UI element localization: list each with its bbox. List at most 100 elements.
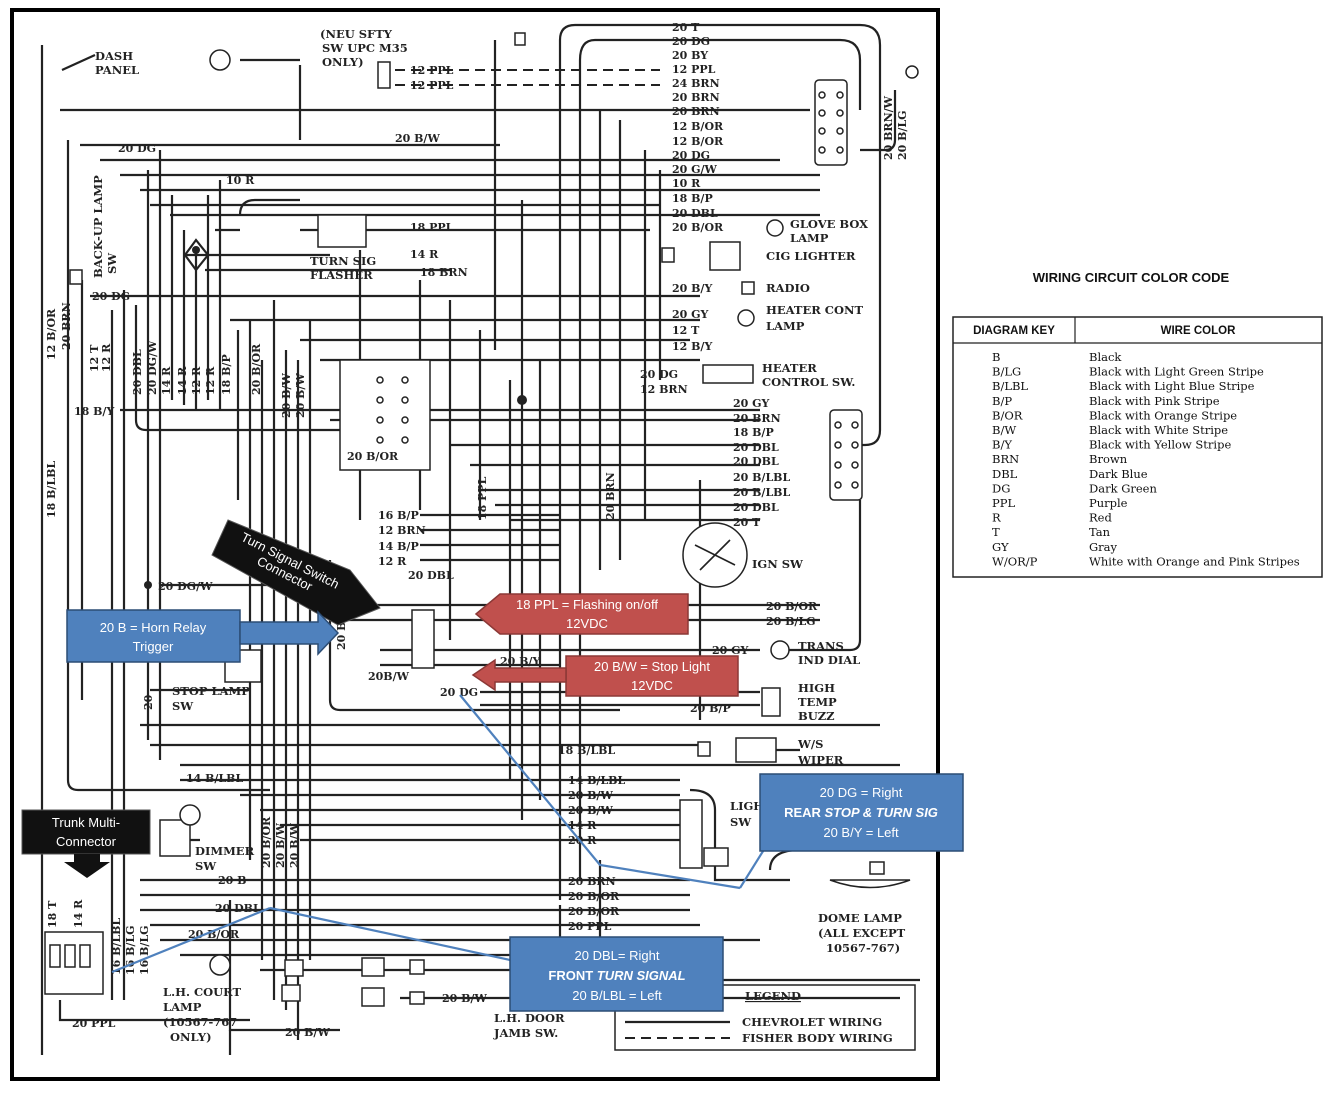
wire-label: 14 B/LBL (186, 772, 243, 785)
wire-label: 20 R (568, 834, 597, 847)
light-sw-label-2: SW (730, 815, 752, 829)
wire-label: 14 R (568, 819, 597, 832)
wire-label: 20 B/LG (766, 615, 816, 628)
high-temp-label-2: TEMP (798, 695, 837, 709)
color-code-value: Black with Yellow Stripe (1089, 438, 1231, 452)
wire-label: 18 T (46, 900, 59, 928)
wire-label: 20 DG (672, 35, 710, 48)
wire-label: 12 R (378, 555, 407, 568)
legend-title: LEGEND (745, 989, 801, 1003)
heater-cont-label: HEATER CONT (766, 303, 863, 317)
high-temp-buzz (761, 687, 781, 717)
heater-cont-lamp (737, 309, 755, 327)
top-left-lamp (209, 49, 231, 71)
wire-label: 12 B/OR (672, 120, 724, 133)
callout-horn-2: Trigger (133, 639, 174, 654)
color-code-value: Black with Light Blue Stripe (1089, 379, 1255, 393)
color-code-col-color: WIRE COLOR (1161, 325, 1236, 337)
callout-ppl-2: 12VDC (566, 616, 608, 631)
wire-label: 20 B/P (690, 702, 731, 715)
ws-wiper-label: W/S (797, 737, 823, 751)
wire-label: 20 B/W (395, 132, 440, 145)
wire-label: 20 GY (672, 308, 709, 321)
wire-label: 20 DG (640, 368, 678, 381)
wire-label: 20 DG (672, 149, 710, 162)
trans-ind-dial (770, 640, 790, 660)
callout-front-3: 20 B/LBL = Left (572, 988, 662, 1003)
wire-label: 18 B/LBL (45, 461, 58, 518)
wire-label: 14 R (410, 248, 439, 261)
wire-label: 18 B/P (672, 192, 713, 205)
component-labels: DASH PANEL (NEU SFTY SW UPC M35 ONLY) BA… (91, 27, 916, 1051)
dome-label: DOME LAMP (818, 911, 902, 925)
dimmer-label: DIMMER (195, 844, 255, 858)
color-code-key: B/OR (992, 408, 1023, 422)
wire-label: 14 R (72, 899, 85, 928)
wire-label: 20 B/OR (766, 600, 818, 613)
color-code-key: B/LBL (992, 379, 1028, 393)
legend-box (614, 984, 916, 1051)
color-code-value: Dark Green (1089, 481, 1157, 495)
wire-label: 10 R (226, 174, 255, 187)
wire-label: 14 B/P (378, 540, 419, 553)
neu-label-3: ONLY) (322, 55, 364, 69)
color-code-value: Black with Orange Stripe (1089, 408, 1237, 422)
wire-label: 20 B/LBL (733, 471, 790, 484)
wire-label: 20 DBL (215, 902, 261, 915)
turn-sig-flasher (317, 214, 367, 248)
top-right-lamp (905, 65, 919, 79)
callout-trunk-1: Trunk Multi- (52, 815, 120, 830)
wire-label: 18 B/P (733, 426, 774, 439)
color-code-value: Black with White Stripe (1089, 423, 1228, 437)
wire-label: 20 DBL (131, 349, 144, 395)
wire-label: 20 DG (92, 290, 130, 303)
wire-label: 12 R (204, 366, 217, 395)
wire-label: 20 GY (712, 644, 749, 657)
color-code-value: Black with Light Green Stripe (1089, 365, 1264, 379)
top-right-connector (814, 79, 848, 166)
wire-label: 20 B/OR (250, 343, 263, 395)
wire-label: 24 BRN (672, 77, 720, 90)
wire-label: 14 R (160, 366, 173, 395)
wire-label: 20 B/OR (568, 905, 620, 918)
color-code-key: R (992, 511, 1001, 525)
color-code-key: T (992, 525, 1000, 539)
heater-cont-label-2: LAMP (766, 319, 805, 333)
stop-lamp-label-2: SW (172, 699, 194, 713)
wire-label: 12 B/Y (672, 340, 712, 353)
flasher-label: FLASHER (310, 268, 373, 282)
rear-turn-callout: 20 DG = Right REAR STOP & TURN SIG 20 B/… (759, 773, 964, 852)
radio (741, 281, 755, 295)
wire-label: 20 B (218, 874, 246, 887)
high-temp-label-3: BUZZ (798, 709, 835, 723)
wire-label: 20 B/OR (672, 221, 724, 234)
front-turn-callout: 20 DBL= Right FRONT TURN SIGNAL 20 B/LBL… (509, 936, 724, 1012)
wire-label: 20 B/W (285, 1026, 330, 1039)
dimmer-label-2: SW (195, 859, 217, 873)
wire-label: 12 T (672, 324, 700, 337)
glove-box-label-2: LAMP (790, 231, 829, 245)
wire-label: 20 BRN (568, 875, 616, 888)
cig-lighter (709, 241, 741, 271)
color-code-value: Dark Blue (1089, 467, 1148, 481)
callout-rear-3: 20 B/Y = Left (823, 825, 899, 840)
wire-label: 20 BRN (672, 105, 720, 118)
color-code-title: WIRING CIRCUIT COLOR CODE (1033, 270, 1230, 285)
color-code-value: Red (1089, 511, 1112, 525)
wire-label: 18 B/P (220, 354, 233, 395)
callout-stop-2: 12VDC (631, 678, 673, 693)
ws-wiper (735, 737, 777, 763)
neu-label-1: (NEU SFTY (320, 27, 393, 41)
wire-harness (40, 23, 920, 1055)
heater-ctrl-label-2: CONTROL SW. (762, 375, 855, 389)
stop-lamp-label: STOP LAMP (172, 684, 250, 698)
lh-court-label-3: (10567-767 (163, 1015, 237, 1029)
wire-label: 20 DBL (733, 455, 779, 468)
color-code-key: B/LG (992, 365, 1021, 379)
callout-ppl-1: 18 PPL = Flashing on/off (516, 597, 658, 612)
wire-label: 20 DG (440, 686, 478, 699)
color-code-key: DBL (992, 467, 1018, 481)
wire-label: 16 B/LG (124, 925, 137, 975)
color-code-table: WIRING CIRCUIT COLOR CODE DIAGRAM KEY WI… (952, 270, 1323, 578)
wire-label: 18 BRN (420, 266, 468, 279)
